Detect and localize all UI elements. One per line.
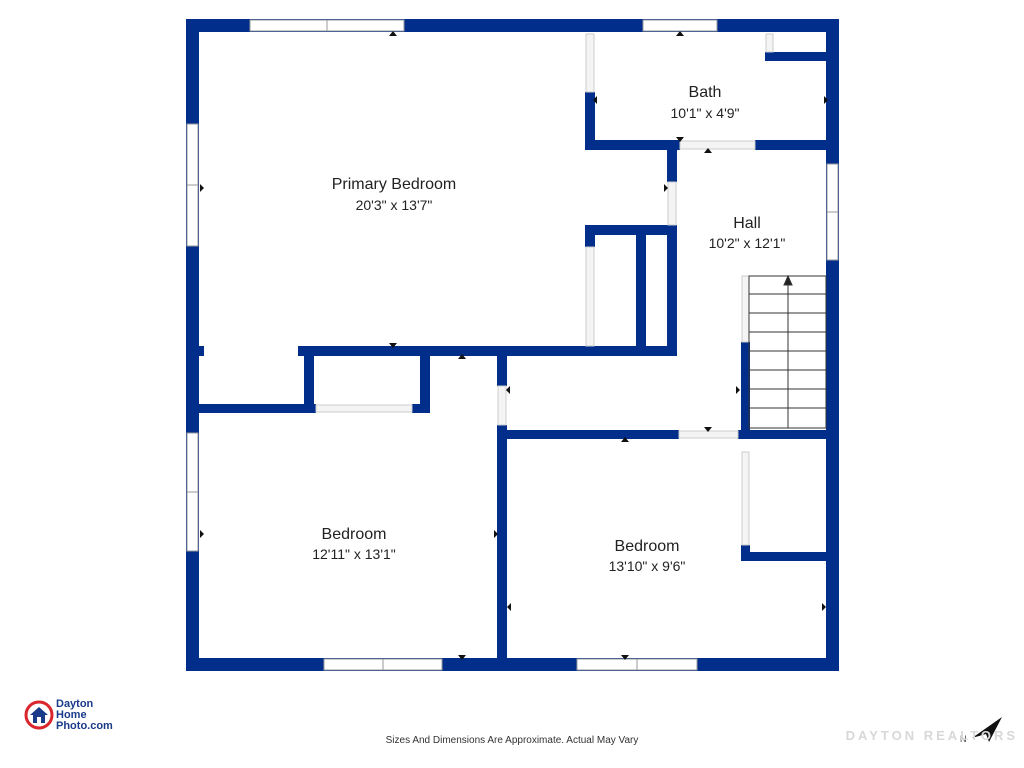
room-dims-primary-bedroom: 20'3" x 13'7" (356, 197, 433, 213)
closet-b-wall-right (420, 346, 430, 412)
closet-wall-right (667, 225, 677, 353)
watermark-text: DAYTON REALTORS (845, 728, 1018, 743)
marker-icon (664, 184, 668, 192)
logo-line-2: Home (56, 709, 87, 721)
room-dims-bedroom-left: 12'11" x 13'1" (312, 546, 396, 562)
marker-icon (458, 655, 466, 660)
hall-wall-stub (667, 140, 677, 182)
marker-icon (704, 427, 712, 432)
room-dims-bath: 10'1" x 4'9" (671, 105, 740, 121)
left-bedroom-wall-right (497, 346, 507, 386)
opening-bath-hall (679, 140, 756, 150)
opening-bath-left (585, 33, 595, 93)
primary-wall-stub-left (186, 346, 204, 356)
marker-icon (621, 437, 629, 442)
marker-icon (676, 137, 684, 142)
room-name-hall: Hall (733, 215, 761, 232)
left-bedroom-wall-top-b (412, 404, 430, 413)
room-dims-bedroom-right: 13'10" x 9'6" (609, 558, 686, 574)
marker-icon (200, 530, 204, 538)
outer-wall-left (186, 19, 199, 671)
room-name-primary-bedroom: Primary Bedroom (332, 176, 456, 193)
right-bedroom-wall-top (497, 430, 679, 439)
room-dims-hall: 10'2" x 12'1" (709, 235, 786, 251)
marker-icon (494, 530, 498, 538)
closet-c-wall-bottom (741, 552, 827, 561)
logo-line-3: Photo.com (56, 720, 113, 732)
opening-stair-top (741, 275, 750, 343)
bath-wall-bottom-a (585, 140, 680, 150)
marker-icon (824, 96, 828, 104)
marker-icon (458, 354, 466, 359)
outer-wall-right (826, 19, 839, 671)
left-bedroom-wall-right-b (497, 425, 507, 671)
house-icon (24, 700, 54, 730)
linen-closet-wall-a (765, 52, 827, 61)
opening-closet-c (741, 451, 750, 546)
linen-closet-wall-b (765, 52, 774, 61)
opening-hall-primary (667, 181, 677, 226)
stair-wall-left (741, 342, 750, 437)
brand-logo: Dayton Home Photo.com (24, 698, 144, 734)
marker-icon (506, 386, 510, 394)
outer-wall-bottom (186, 658, 839, 671)
logo-text: Dayton Home Photo.com (56, 699, 113, 732)
closet-wall-top (585, 225, 677, 235)
room-name-bedroom-right: Bedroom (615, 538, 680, 555)
room-name-bath: Bath (689, 84, 722, 101)
bath-wall-left (585, 92, 595, 148)
marker-icon (822, 603, 826, 611)
room-name-bedroom-left: Bedroom (322, 526, 387, 543)
stair-arrow-icon (783, 274, 793, 286)
closet-wall-left (585, 225, 595, 247)
opening-hall-right-bedroom (678, 430, 739, 439)
north-arrow-icon: N (960, 717, 1002, 744)
marker-icon (736, 386, 740, 394)
compass-label: N (960, 734, 967, 744)
marker-icon (507, 603, 511, 611)
bath-wall-bottom-b (755, 140, 827, 150)
staircase (748, 274, 827, 429)
marker-icon (389, 31, 397, 36)
disclaimer-text: Sizes And Dimensions Are Approximate. Ac… (385, 735, 639, 746)
windows (186, 19, 839, 671)
room-labels: Primary Bedroom 20'3" x 13'7" Bath 10'1"… (312, 84, 785, 574)
window-top-2 (642, 19, 718, 32)
primary-wall-bottom (298, 346, 677, 356)
walls (186, 19, 839, 671)
opening-left-bedroom-hall (497, 385, 507, 426)
opening-closet-b (315, 404, 413, 413)
door-openings (315, 33, 774, 546)
left-bedroom-wall-top (186, 404, 316, 413)
closet-wall-mid (636, 225, 646, 353)
marker-icon (593, 96, 597, 104)
opening-closet-a-left (585, 246, 595, 347)
right-bedroom-wall-top-b (738, 430, 827, 439)
marker-icon (621, 655, 629, 660)
marker-icon (200, 184, 204, 192)
marker-icon (704, 148, 712, 153)
marker-icon (676, 31, 684, 36)
dimension-markers (200, 31, 828, 660)
opening-linen (765, 33, 774, 53)
logo-line-1: Dayton (56, 698, 94, 710)
marker-icon (389, 343, 397, 348)
closet-b-wall-left (304, 346, 314, 412)
